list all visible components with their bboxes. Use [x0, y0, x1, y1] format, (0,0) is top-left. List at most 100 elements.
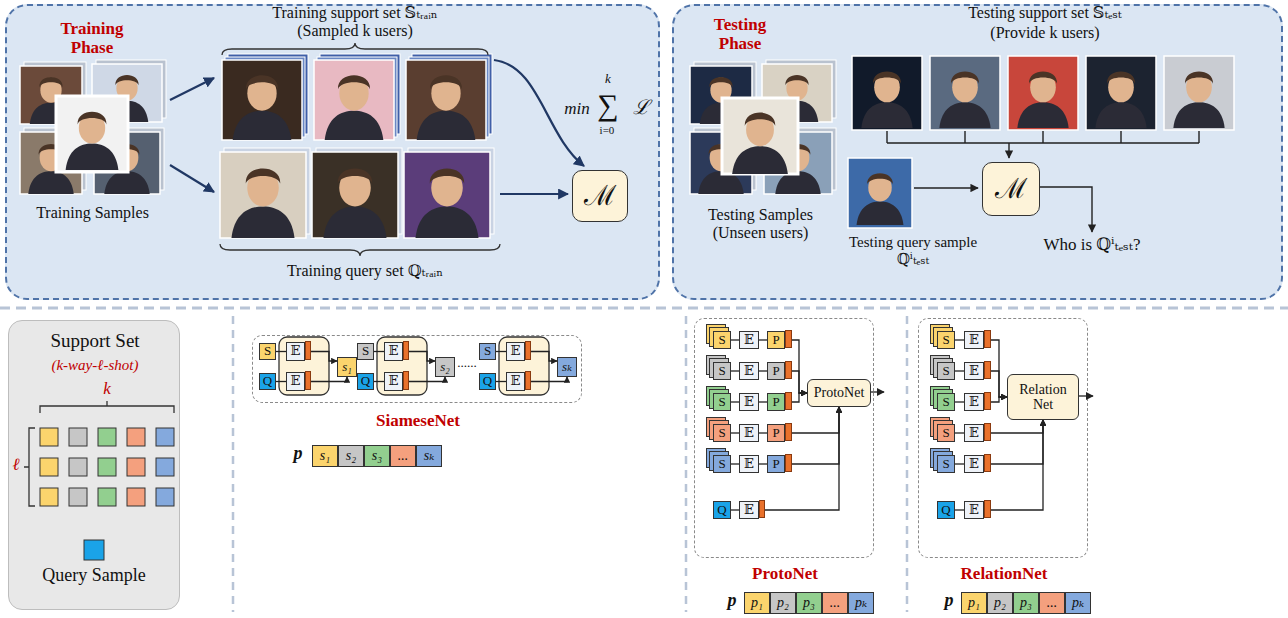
node-text: p₂	[994, 595, 1006, 610]
connector	[984, 340, 1007, 397]
feature-bar	[403, 341, 409, 360]
feature-bar	[984, 392, 991, 410]
output-symbol: p	[724, 591, 740, 611]
feature-box: p₃	[1013, 592, 1039, 614]
support-set-caption: Training support set 𝕊ₜᵣₐᵢₙ	[235, 4, 475, 22]
feature-box: Q	[479, 373, 496, 390]
node-text: 𝔼	[744, 364, 754, 378]
feature-box: 𝔼	[506, 372, 525, 391]
encoder-pair-frames-part	[279, 337, 329, 395]
node-text: ...	[830, 595, 841, 610]
node-text: 𝔼	[969, 457, 979, 471]
node-text: ...	[1047, 595, 1058, 610]
connector	[731, 339, 739, 340]
node-text: s₁	[342, 360, 352, 374]
node-heading: SiameseNet	[253, 412, 583, 431]
samples-caption: Testing Samples (Unseen users)	[688, 206, 833, 241]
node-text: S	[942, 333, 949, 347]
feature-bar	[305, 341, 311, 360]
support-set-note: (Sampled k users)	[235, 22, 475, 40]
feature-box: sₖ	[416, 445, 442, 467]
feature-box: s₂	[338, 445, 364, 467]
connector	[759, 432, 767, 433]
support-set-caption: Testing support set 𝕊ₜₑₛₜ	[930, 4, 1160, 22]
feature-box: 𝔼	[384, 342, 403, 361]
encoder-pair-frames-part	[377, 337, 427, 395]
connector	[759, 401, 767, 402]
feature-box: ...	[390, 445, 416, 467]
feature-bar	[403, 371, 409, 390]
feature-box: P	[767, 424, 785, 442]
node-text: P	[772, 426, 779, 440]
feature-box: 𝔼	[384, 372, 403, 391]
connector	[525, 377, 567, 382]
loss-symbol: ℒ	[630, 96, 652, 118]
output-arrows-part	[871, 391, 884, 392]
node-text: S	[362, 344, 369, 358]
node-text: s₃	[372, 448, 382, 463]
feature-box: sₖ	[557, 357, 577, 377]
feature-bar	[759, 500, 765, 518]
feature-bar	[984, 454, 991, 472]
feature-box: S	[479, 343, 496, 360]
network-box: ProtoNet	[807, 379, 871, 407]
connector	[955, 370, 964, 371]
node-text: 𝔼	[744, 426, 754, 440]
node-text: 𝔼	[511, 344, 521, 358]
node-text: p₁	[751, 595, 763, 610]
feature-box: P	[767, 331, 785, 349]
node-text: s₁	[320, 448, 330, 463]
query-set-caption: Training query set ℚₜᵣₐᵢₙ	[230, 262, 500, 280]
network-frame: SiameseNetS𝔼Q𝔼s₁S𝔼Q𝔼s₂S𝔼Q𝔼sₖ	[252, 335, 582, 403]
feature-box: s₁	[312, 445, 338, 467]
feature-bar	[785, 392, 792, 410]
node-text: 𝔼	[969, 395, 979, 409]
feature-box: P	[767, 393, 785, 411]
prediction-caption: Who is ℚⁱₜₑₛₜ?	[1030, 236, 1154, 255]
feature-box: P	[767, 455, 785, 473]
feature-box: s₃	[364, 445, 390, 467]
sample-stack: S	[713, 331, 731, 349]
node-text: 𝔼	[389, 374, 399, 388]
connector	[374, 381, 384, 382]
node-text: S	[942, 364, 949, 378]
feature-box: ...	[822, 592, 848, 614]
feature-box: 𝔼	[964, 424, 984, 442]
phase-panel: Testing Phaseℳ	[672, 4, 1283, 300]
network-frame: ProtoNetS𝔼PS𝔼PS𝔼PS𝔼PS𝔼PProtoNetQ𝔼	[694, 318, 874, 558]
node-text: ...	[398, 448, 409, 463]
node-text: 𝔼	[744, 333, 754, 347]
node-text: S	[718, 426, 725, 440]
node-text: 𝔼	[511, 374, 521, 388]
separator-lines-part	[906, 316, 909, 612]
feature-box: p₂	[987, 592, 1013, 614]
node-text: Q	[717, 503, 726, 517]
feature-bar	[525, 371, 531, 390]
node-text: 𝔼	[969, 503, 979, 517]
connector	[955, 339, 964, 340]
feature-box: p₁	[744, 592, 770, 614]
feature-bar	[785, 454, 792, 472]
node-text: sₖ	[562, 360, 572, 374]
node-text: S	[942, 457, 949, 471]
node-text: s₂	[346, 448, 356, 463]
connector	[785, 407, 839, 433]
feature-box: Q	[259, 373, 276, 390]
node-text: p₃	[803, 595, 815, 610]
feature-box: Q	[937, 501, 955, 519]
connector	[731, 401, 739, 402]
node-heading: Training Phase	[47, 20, 137, 57]
sample-stack: S	[713, 393, 731, 411]
shot-count: ℓ	[10, 456, 22, 475]
node-heading: Support Set	[9, 331, 181, 352]
feature-box: Q	[357, 373, 374, 390]
node-heading: (k-way-ℓ-shot)	[9, 357, 181, 374]
sum-sign: ∑	[594, 88, 622, 121]
node-text: 𝔼	[291, 374, 301, 388]
feature-box: 𝔼	[964, 455, 984, 473]
output-symbol: p	[290, 444, 306, 464]
feature-box: Q	[713, 501, 731, 519]
feature-bar	[525, 341, 531, 360]
feature-box: p₂	[770, 592, 796, 614]
